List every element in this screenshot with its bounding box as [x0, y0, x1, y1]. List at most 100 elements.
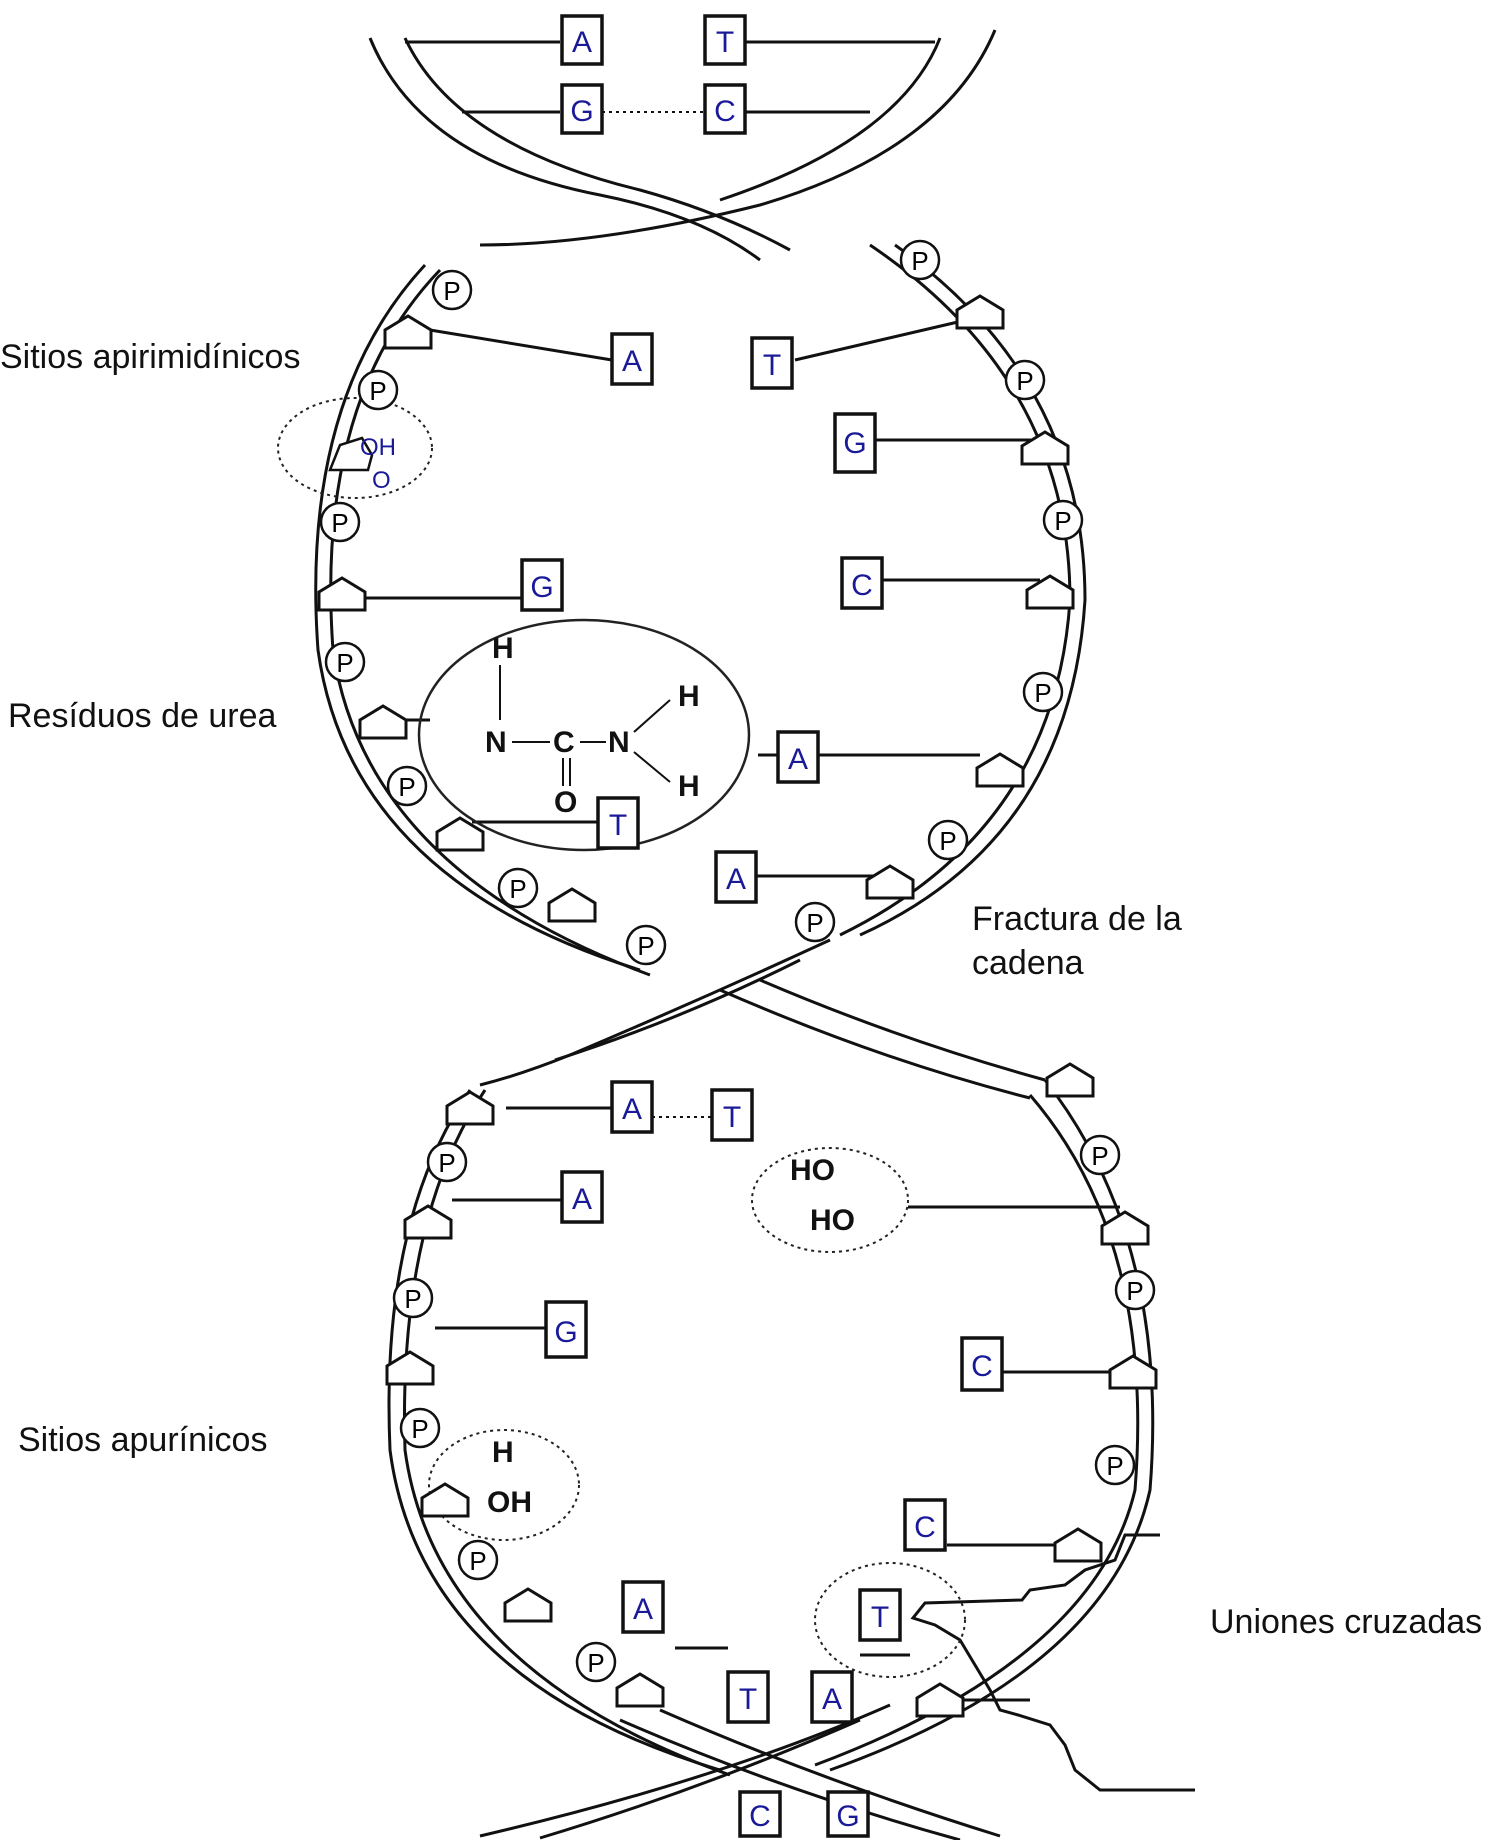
sugar-pentagon — [358, 704, 408, 740]
sugar-pentagon — [383, 314, 433, 350]
urea-o: O — [554, 786, 577, 819]
sugar-pentagon — [955, 294, 1005, 330]
sugar-pentagon — [1025, 574, 1075, 610]
base-box — [710, 1088, 754, 1142]
base-letter: T — [763, 349, 781, 382]
label-strand-break-line1: Fractura de la — [972, 900, 1182, 938]
phosphate-letter: P — [369, 376, 386, 406]
crosslink-ellipse — [814, 1562, 966, 1678]
label-apurinic-sites: Sitios apurínicos — [18, 1421, 268, 1459]
phosphate-circle: P — [457, 1539, 499, 1581]
phosphate-circle: P — [392, 1277, 434, 1319]
bond-lines — [365, 40, 1120, 1702]
phosphate-circle: P — [324, 641, 366, 683]
strand-break-ellipse — [751, 1147, 909, 1253]
h-apurinic: H — [492, 1436, 514, 1469]
ho-bottom: HO — [810, 1204, 855, 1237]
phosphate-circle: P — [1004, 359, 1046, 401]
urea-bonds — [499, 665, 671, 786]
base-box — [903, 1498, 947, 1552]
apurinic-chem: H OH — [487, 1436, 532, 1519]
sugar-pentagon — [975, 752, 1025, 788]
base-boxes — [520, 14, 1004, 1838]
base-letter: G — [836, 1800, 859, 1833]
phosphate-circle: P — [399, 1407, 441, 1449]
base-box — [703, 83, 747, 135]
base-box — [610, 1080, 654, 1134]
sugar-pentagon — [403, 1204, 453, 1240]
phosphate-letter: P — [911, 246, 928, 276]
phosphate-circle: P — [319, 501, 361, 543]
sugar-pentagon — [915, 1682, 965, 1718]
o-text: O — [372, 467, 391, 494]
phosphate-circle: P — [431, 269, 473, 311]
urea-c: C — [553, 726, 575, 759]
sugar-pentagon — [1108, 1354, 1158, 1390]
base-letter: T — [739, 1683, 757, 1716]
phosphate-circle: P — [1079, 1134, 1121, 1176]
phosphate-letter: P — [806, 908, 823, 938]
base-letter: A — [572, 1183, 592, 1216]
sugar-pentagon — [420, 1482, 470, 1518]
phosphate-letter: P — [411, 1414, 428, 1444]
sugar-pentagon — [1020, 430, 1070, 466]
phosphate-letter: P — [1106, 1451, 1123, 1481]
phosphate-letter: P — [587, 1648, 604, 1678]
ho-top: HO — [790, 1154, 835, 1187]
phosphate-letter: P — [331, 508, 348, 538]
base-letter: C — [914, 1511, 936, 1544]
label-urea-residues: Resíduos de urea — [8, 697, 277, 735]
urea-n-left: N — [485, 726, 507, 759]
urea-structure: H N C N H H O — [485, 632, 700, 819]
base-box — [858, 1588, 902, 1642]
base-letters: A T G C A T G G C A T A A T A G C C A T … — [530, 26, 993, 1833]
base-letter: G — [570, 95, 593, 128]
base-letter: C — [749, 1800, 771, 1833]
base-box — [621, 1580, 665, 1634]
phosphate-letter: P — [469, 1546, 486, 1576]
base-letter: A — [788, 743, 808, 776]
sugar-pentagon — [865, 864, 915, 900]
phosphate-letter: P — [336, 648, 353, 678]
base-letter: A — [633, 1593, 653, 1626]
base-box — [776, 730, 820, 784]
phosphate-letter: P — [1016, 366, 1033, 396]
phosphate-letter: P — [1034, 678, 1051, 708]
base-letter: T — [723, 1101, 741, 1134]
phosphate-circle: P — [899, 239, 941, 281]
base-box — [714, 850, 758, 904]
base-box — [810, 1670, 854, 1724]
oh-text: OH — [360, 434, 396, 461]
label-strand-break-line2: cadena — [972, 944, 1084, 982]
sugar-pentagon — [385, 1350, 435, 1386]
base-box — [750, 336, 794, 390]
base-letter: G — [843, 427, 866, 460]
apurinic-ellipse — [428, 1429, 580, 1541]
base-letter: A — [622, 345, 642, 378]
apyrimidinic-ellipse — [277, 397, 433, 499]
sugar-pentagon — [503, 1587, 553, 1623]
urea-h-right-top: H — [678, 680, 700, 713]
urea-n-right: N — [608, 726, 630, 759]
base-letter: A — [726, 863, 746, 896]
phosphate-letter: P — [1054, 506, 1071, 536]
sugar-pentagon — [1053, 1527, 1103, 1563]
base-letter: A — [822, 1683, 842, 1716]
sugar-group — [317, 294, 1158, 1718]
base-box — [726, 1670, 770, 1724]
phosphate-circle: P — [386, 765, 428, 807]
base-box — [560, 1170, 604, 1224]
base-letter: G — [530, 571, 553, 604]
base-box — [840, 556, 884, 610]
base-letter: A — [572, 26, 592, 59]
sugar-pentagon — [1045, 1062, 1095, 1098]
phosphate-letter: P — [398, 772, 415, 802]
base-box — [610, 332, 654, 386]
base-letter: C — [851, 569, 873, 602]
phosphate-circle: P — [1042, 499, 1084, 541]
phosphate-letter: P — [1126, 1276, 1143, 1306]
base-letter: T — [609, 809, 627, 842]
oh-apurinic: OH — [487, 1486, 532, 1519]
